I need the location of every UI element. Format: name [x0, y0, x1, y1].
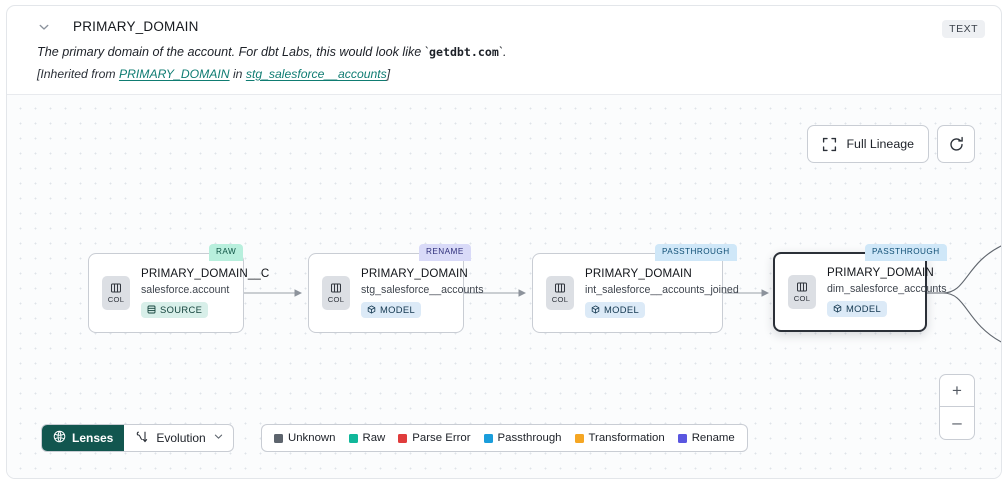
- inherited-prefix: [Inherited from: [37, 67, 119, 81]
- legend-swatch: [574, 433, 584, 443]
- legend-item-rename: Rename: [677, 432, 735, 444]
- lineage-node-selected[interactable]: PASSTHROUGH COL PRIMARY_DOMAIN dim_sales…: [773, 244, 947, 332]
- lineage-legend: Unknown Raw Parse Error Passthrough Tran…: [261, 424, 748, 452]
- legend-item-passthrough: Passthrough: [483, 432, 562, 444]
- inherited-from: [Inherited from PRIMARY_DOMAIN in stg_sa…: [7, 59, 1001, 81]
- col-badge-label: COL: [107, 295, 125, 304]
- aperture-icon: [53, 430, 66, 446]
- node-tag: RENAME: [419, 244, 471, 261]
- zoom-in-button[interactable]: +: [940, 375, 974, 407]
- chevron-down-icon: [213, 431, 224, 445]
- col-badge-label: COL: [551, 295, 569, 304]
- col-badge: COL: [322, 276, 350, 310]
- zoom-out-button[interactable]: –: [952, 413, 962, 432]
- node-tag: PASSTHROUGH: [655, 244, 737, 261]
- lineage-canvas[interactable]: Full Lineage RAW COL PRIM: [7, 94, 1001, 478]
- lineage-node[interactable]: PASSTHROUGH COL PRIMARY_DOMAIN int_sales…: [532, 244, 739, 333]
- node-kind-badge: MODEL: [361, 301, 422, 318]
- chevron-down-icon[interactable]: [37, 20, 51, 34]
- evolution-dropdown[interactable]: Evolution: [124, 425, 232, 451]
- node-table-name: int_salesforce__accounts_joined: [585, 283, 739, 296]
- inherited-suffix: ]: [386, 67, 391, 81]
- node-kind-badge: MODEL: [585, 301, 646, 318]
- type-badge: TEXT: [942, 20, 985, 38]
- col-badge: COL: [788, 275, 816, 309]
- legend-item-parse-error: Parse Error: [398, 432, 471, 444]
- description-suffix: `.: [498, 45, 507, 59]
- node-kind-label: MODEL: [380, 304, 416, 316]
- legend-label: Transformation: [588, 432, 665, 444]
- legend-swatch: [483, 433, 493, 443]
- lineage-edges: [237, 245, 1001, 343]
- inherited-model-link[interactable]: stg_salesforce__accounts: [245, 67, 387, 81]
- lenses-toolbar: Lenses Evolution: [41, 424, 234, 452]
- legend-swatch: [274, 433, 283, 443]
- col-badge: COL: [102, 276, 130, 310]
- full-lineage-label: Full Lineage: [846, 137, 914, 151]
- lenses-button[interactable]: Lenses: [42, 425, 125, 451]
- legend-swatch: [398, 433, 408, 443]
- lineage-node[interactable]: RAW COL PRIMARY_DOMAIN__C salesforce.acc…: [88, 244, 269, 333]
- lenses-label: Lenses: [72, 431, 114, 445]
- legend-swatch: [348, 433, 358, 443]
- refresh-button[interactable]: [937, 125, 975, 163]
- lineage-top-controls: Full Lineage: [807, 125, 975, 163]
- node-tag: RAW: [209, 244, 244, 261]
- legend-item-transformation: Transformation: [574, 432, 665, 444]
- inherited-mid: in: [229, 67, 246, 81]
- column-detail-panel: PRIMARY_DOMAIN TEXT The primary domain o…: [6, 5, 1002, 479]
- node-table-name: salesforce.account: [141, 283, 230, 296]
- node-kind-badge: MODEL: [827, 300, 888, 317]
- branch-icon: [135, 430, 149, 447]
- refresh-icon: [948, 136, 965, 153]
- col-badge-label: COL: [327, 295, 345, 304]
- inherited-column-link[interactable]: PRIMARY_DOMAIN: [118, 67, 230, 81]
- node-kind-label: SOURCE: [160, 304, 203, 316]
- node-tag: PASSTHROUGH: [865, 244, 947, 261]
- description-text: The primary domain of the account. For d…: [37, 45, 429, 59]
- node-kind-badge: SOURCE: [141, 301, 209, 318]
- col-badge-label: COL: [793, 294, 811, 303]
- node-kind-label: MODEL: [604, 304, 640, 316]
- node-column-name: PRIMARY_DOMAIN: [361, 266, 468, 280]
- expand-corners-icon: [822, 137, 837, 152]
- description-code: getdbt.com: [429, 45, 499, 59]
- legend-label: Unknown: [288, 432, 336, 444]
- legend-item-raw: Raw: [348, 432, 386, 444]
- legend-item-unknown: Unknown: [274, 432, 336, 444]
- panel-header: PRIMARY_DOMAIN TEXT The primary domain o…: [7, 6, 1001, 94]
- legend-label: Passthrough: [497, 432, 562, 444]
- node-kind-label: MODEL: [846, 303, 882, 315]
- full-lineage-button[interactable]: Full Lineage: [807, 125, 929, 163]
- node-table-name: stg_salesforce__accounts: [361, 283, 484, 296]
- legend-label: Raw: [362, 432, 386, 444]
- evolution-label: Evolution: [156, 431, 206, 445]
- node-column-name: PRIMARY_DOMAIN: [585, 266, 692, 280]
- legend-label: Rename: [691, 432, 735, 444]
- lineage-node[interactable]: RENAME COL PRIMARY_DOMAIN stg_salesforce…: [308, 244, 484, 333]
- page-title: PRIMARY_DOMAIN: [73, 19, 199, 34]
- col-badge: COL: [546, 276, 574, 310]
- legend-label: Parse Error: [412, 432, 471, 444]
- node-column-name: PRIMARY_DOMAIN: [827, 265, 934, 279]
- node-column-name: PRIMARY_DOMAIN__C: [141, 266, 270, 280]
- legend-swatch: [677, 433, 687, 443]
- node-table-name: dim_salesforce_accounts: [827, 282, 947, 295]
- zoom-controls: + –: [939, 374, 975, 440]
- column-description: The primary domain of the account. For d…: [7, 34, 1001, 59]
